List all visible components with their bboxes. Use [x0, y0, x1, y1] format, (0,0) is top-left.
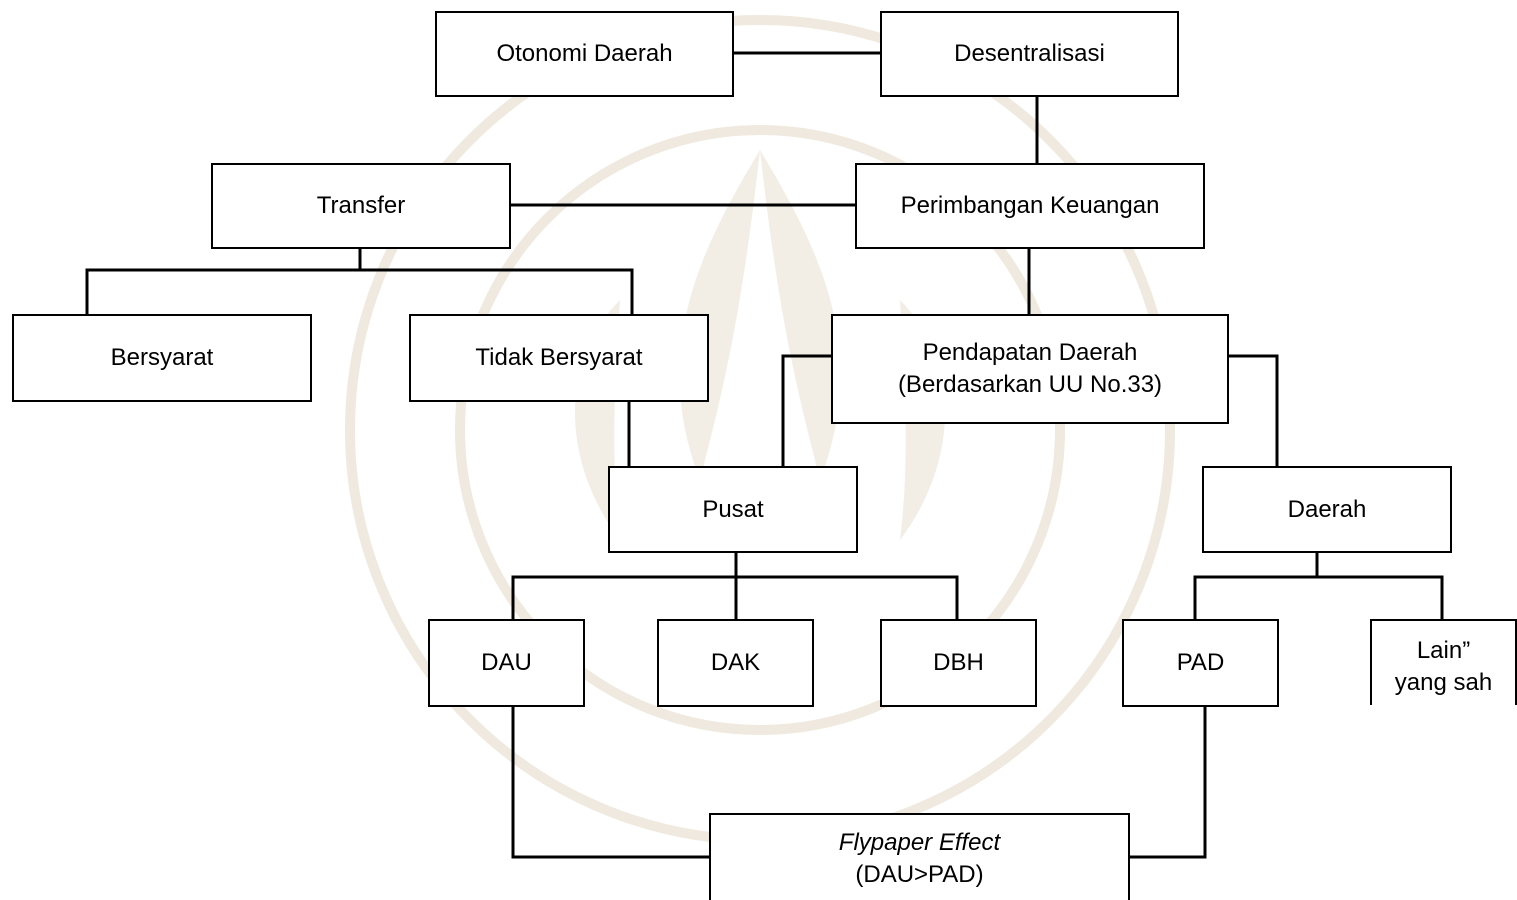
node-dak: DAK	[657, 619, 814, 707]
node-desentralisasi-label: Desentralisasi	[954, 40, 1105, 67]
node-daerah: Daerah	[1202, 466, 1452, 553]
node-perimbangan-keuangan: Perimbangan Keuangan	[855, 163, 1205, 249]
node-perimbangan-keuangan-label: Perimbangan Keuangan	[900, 192, 1160, 219]
node-pad-label: PAD	[1176, 649, 1225, 676]
node-lain-yang-sah-line1: Lain”	[1416, 637, 1471, 664]
node-otonomi-daerah: Otonomi Daerah	[435, 11, 734, 97]
node-lain-yang-sah: Lain” yang sah	[1370, 619, 1517, 705]
node-dbh-label: DBH	[933, 649, 984, 676]
node-daerah-label: Daerah	[1287, 495, 1367, 523]
node-pendapatan-daerah: Pendapatan Daerah (Berdasarkan UU No.33)	[831, 314, 1229, 424]
node-pendapatan-daerah-text: Pendapatan Daerah (Berdasarkan UU No.33)	[898, 337, 1162, 401]
node-desentralisasi: Desentralisasi	[880, 11, 1179, 97]
node-flypaper-effect-subtitle: (DAU>PAD)	[855, 861, 984, 888]
node-flypaper-effect-title: Flypaper Effect	[838, 829, 1001, 856]
node-pusat-label: Pusat	[702, 495, 764, 523]
node-tidak-bersyarat-label: Tidak Bersyarat	[475, 344, 643, 371]
node-dau: DAU	[428, 619, 585, 707]
node-bersyarat: Bersyarat	[12, 314, 312, 402]
node-lain-yang-sah-line2: yang sah	[1394, 669, 1493, 696]
node-flypaper-effect: Flypaper Effect (DAU>PAD)	[709, 813, 1130, 900]
node-otonomi-daerah-label: Otonomi Daerah	[496, 40, 673, 67]
node-dau-label: DAU	[481, 649, 532, 676]
node-pad: PAD	[1122, 619, 1279, 707]
node-dbh: DBH	[880, 619, 1037, 707]
node-lain-yang-sah-text: Lain” yang sah	[1395, 635, 1492, 699]
node-bersyarat-label: Bersyarat	[110, 344, 214, 371]
node-pendapatan-daerah-subtitle: (Berdasarkan UU No.33)	[897, 371, 1163, 398]
node-transfer-label: Transfer	[316, 192, 406, 219]
node-flypaper-effect-text: Flypaper Effect (DAU>PAD)	[839, 827, 1000, 891]
node-tidak-bersyarat: Tidak Bersyarat	[409, 314, 709, 402]
node-pendapatan-daerah-title: Pendapatan Daerah	[922, 339, 1138, 366]
node-dak-label: DAK	[710, 649, 761, 676]
node-transfer: Transfer	[211, 163, 511, 249]
node-pusat: Pusat	[608, 466, 858, 553]
